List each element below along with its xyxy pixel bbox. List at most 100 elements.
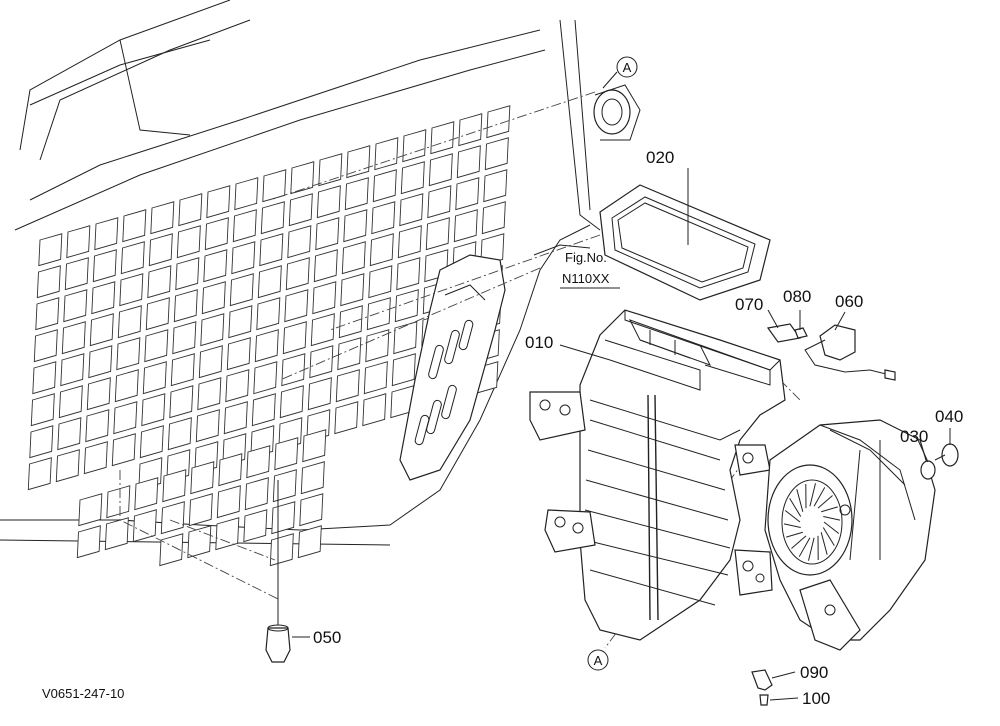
grille-cell — [91, 281, 116, 315]
component-060 — [804, 324, 896, 381]
grille-cell — [226, 337, 251, 371]
blower-vane — [823, 521, 840, 534]
grille-cell — [402, 129, 427, 163]
grille-cell — [167, 417, 192, 451]
blower-vane — [784, 510, 801, 523]
grille-cell — [253, 361, 278, 395]
grille-cell — [122, 209, 147, 243]
grille-cell — [279, 385, 304, 419]
label-leaders — [292, 168, 951, 701]
grille-cell — [111, 433, 136, 467]
grille-cell — [335, 369, 360, 403]
grille-cell — [346, 145, 371, 179]
grille-cell — [400, 161, 425, 195]
grille-cell — [88, 345, 113, 379]
grille-cell — [365, 329, 390, 363]
grille-cell — [234, 177, 259, 211]
grille-cell — [232, 209, 257, 243]
blower-vanes — [783, 483, 841, 561]
grille-cell — [203, 249, 228, 283]
figure-reference: Fig.No. N110XX — [560, 250, 620, 289]
grille-cell — [188, 493, 213, 527]
grille-cell — [481, 201, 506, 235]
grille-cell — [302, 429, 327, 463]
drawing-code: V0651-247-10 — [42, 686, 124, 701]
grille-cell — [257, 265, 282, 299]
part-label-020: 020 — [646, 148, 674, 167]
grille-cell — [170, 353, 195, 387]
component-040 — [934, 443, 959, 467]
filter-frame — [599, 184, 771, 301]
grille-cell — [83, 441, 108, 475]
part-label-100: 100 — [802, 689, 830, 708]
part-label-090: 090 — [800, 663, 828, 682]
grille-cell — [366, 297, 391, 331]
mounting-boss-top — [593, 84, 641, 141]
grille-cell — [195, 409, 220, 443]
grille-cell — [260, 201, 285, 235]
grille-cell — [455, 177, 480, 211]
part-label-030: 030 — [900, 427, 928, 446]
grille-cell — [38, 233, 63, 267]
grille-cell — [85, 409, 110, 443]
grille-cell — [310, 313, 335, 347]
grille-cell — [299, 493, 324, 527]
grille-cell — [391, 353, 416, 387]
grille-cell — [338, 305, 363, 339]
mounting-brackets — [529, 391, 773, 596]
grille-cell — [337, 337, 362, 371]
grille-cell — [281, 353, 306, 387]
grille-cell — [272, 469, 297, 503]
grille-cell — [284, 289, 309, 323]
blower-vane — [808, 537, 815, 561]
part-label-050: 050 — [313, 628, 341, 647]
grille-cell — [223, 401, 248, 435]
side-panel — [399, 254, 506, 481]
component-070 — [766, 323, 802, 343]
part-label-060: 060 — [835, 292, 863, 311]
grille-cell — [484, 137, 509, 171]
grille-cell — [456, 145, 481, 179]
grille-cell — [113, 401, 138, 435]
grille-cell — [427, 185, 452, 219]
grille-mesh-lower — [76, 429, 327, 567]
component-080 — [794, 327, 808, 339]
blower-vane — [783, 523, 801, 528]
grille-cell — [396, 257, 421, 291]
grille-cell — [33, 329, 58, 363]
grille-cell — [92, 249, 117, 283]
grille-cell — [243, 509, 268, 543]
grille-cell — [141, 393, 166, 427]
grille-cell — [104, 517, 129, 551]
grille-cell — [187, 525, 212, 559]
grille-cell — [132, 509, 157, 543]
grille-cell — [204, 217, 229, 251]
grille-cell — [244, 477, 269, 511]
heater-unit-body — [579, 309, 786, 641]
blower-housing — [764, 419, 936, 651]
grille-cell — [340, 273, 365, 307]
grille-cell — [176, 225, 201, 259]
grille-cell — [61, 321, 86, 355]
blower-vane — [798, 537, 811, 557]
part-labels: 020 010 070 080 060 030 040 050 090 100 — [313, 148, 963, 708]
component-090 — [751, 669, 773, 691]
figure-ref-line2: N110XX — [562, 271, 610, 286]
grille-cell — [86, 377, 111, 411]
grille-cell — [254, 329, 279, 363]
grille-cell — [94, 217, 119, 251]
part-label-010: 010 — [525, 333, 553, 352]
grille-cell — [117, 305, 142, 339]
grille-cell — [372, 169, 397, 203]
grille-cell — [362, 393, 387, 427]
grille-cell — [30, 393, 55, 427]
grille-cell — [312, 281, 337, 315]
grille-cell — [29, 425, 54, 459]
component-030 — [920, 460, 936, 480]
grille-cell — [172, 321, 197, 355]
grille-cell — [259, 233, 284, 267]
grille-cell — [175, 257, 200, 291]
grille-cell — [139, 425, 164, 459]
grille-cell — [134, 477, 159, 511]
